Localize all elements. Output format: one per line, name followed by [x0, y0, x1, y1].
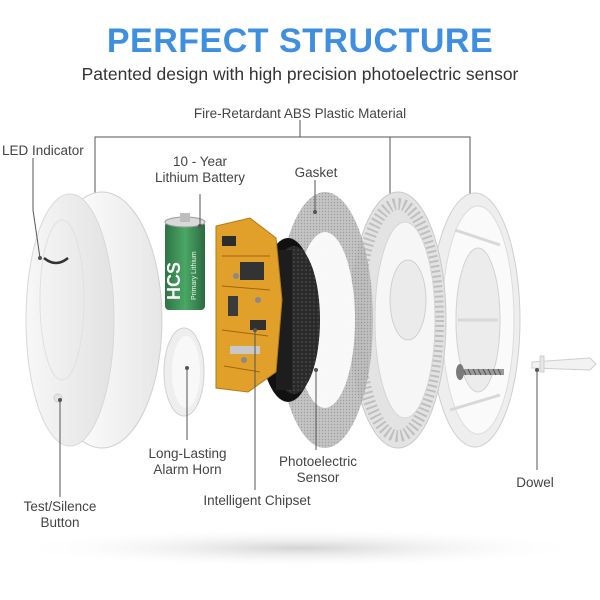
- label-gasket: Gasket: [294, 165, 338, 180]
- led-leader: [32, 158, 41, 259]
- label-material: Fire-Retardant ABS Plastic Material: [193, 106, 407, 121]
- battery-type: Primary Lithium: [191, 251, 198, 300]
- dowel: [531, 355, 597, 373]
- label-battery-line2: Lithium Battery: [154, 170, 246, 185]
- label-photoelectric-sensor: Photoelectric Sensor: [263, 454, 373, 486]
- ground-shadow: [10, 528, 590, 568]
- label-battery-line1: 10 - Year: [172, 154, 228, 169]
- label-dowel: Dowel: [516, 475, 554, 490]
- page-subtitle: Patented design with high precision phot…: [81, 64, 519, 84]
- label-alarm-horn: Long-Lasting Alarm Horn: [135, 446, 240, 478]
- label-button-line2: Button: [40, 515, 80, 530]
- led-indicator-icon: [43, 257, 69, 265]
- screw: [456, 364, 504, 380]
- label-horn-line1: Long-Lasting: [148, 446, 227, 461]
- battery-brand: HCS: [164, 262, 184, 300]
- battery: HCS Primary Lithium: [164, 213, 206, 310]
- housing-ring: [349, 191, 447, 449]
- label-led-indicator: LED Indicator: [2, 143, 84, 158]
- alarm-horn: [163, 327, 205, 417]
- label-sensor-line2: Sensor: [296, 470, 340, 485]
- label-button-line1: Test/Silence: [23, 499, 97, 514]
- label-horn-line2: Alarm Horn: [153, 462, 222, 477]
- label-test-button: Test/Silence Button: [10, 499, 110, 531]
- pcb-chipset: [215, 217, 283, 393]
- label-sensor-line1: Photoelectric: [278, 454, 358, 469]
- material-bracket: [94, 136, 471, 197]
- label-chipset: Intelligent Chipset: [203, 493, 311, 508]
- front-cover: [25, 191, 163, 449]
- page-title: PERFECT STRUCTURE: [106, 22, 494, 60]
- label-battery: 10 - Year Lithium Battery: [140, 154, 260, 186]
